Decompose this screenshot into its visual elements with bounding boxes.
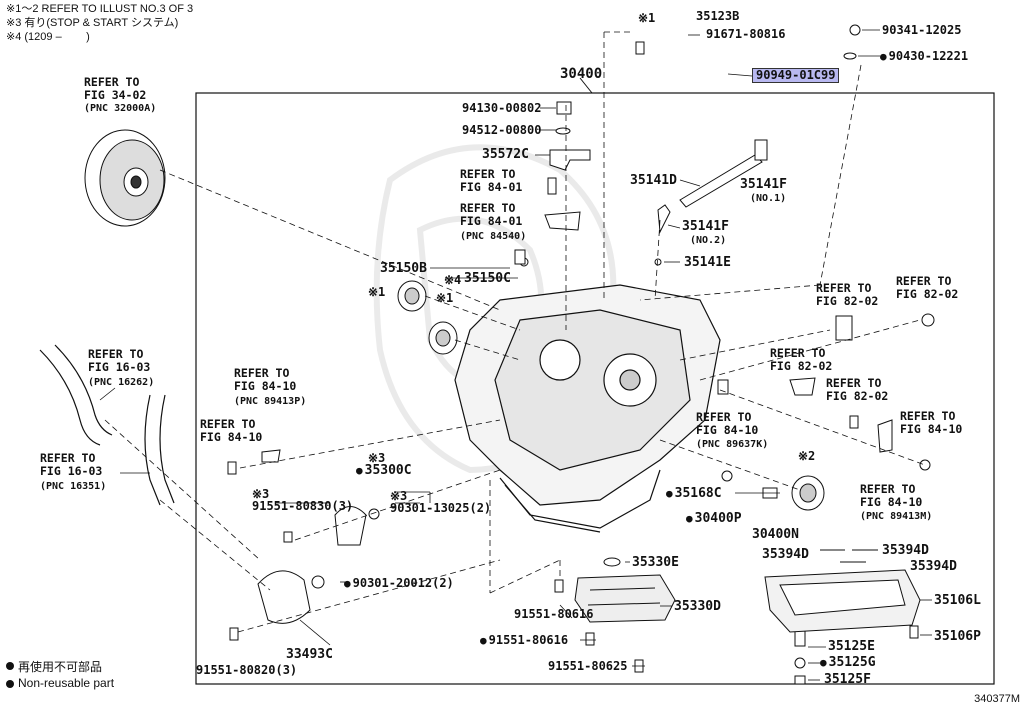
part-35168C[interactable]: 35168C bbox=[666, 487, 722, 500]
transaxle-case-drawing bbox=[454, 284, 721, 533]
part-35394D-b[interactable]: 35394D bbox=[882, 543, 929, 558]
note-3a: ※3 bbox=[368, 451, 386, 465]
header-note-1: ※1〜2 REFER TO ILLUST NO.3 OF 3 bbox=[6, 3, 194, 15]
part-35125G[interactable]: 35125G bbox=[820, 656, 876, 669]
refer-fig-84-01-b-pnc: (PNC 84540) bbox=[460, 231, 527, 242]
note-1c: ※1 bbox=[638, 11, 656, 25]
note-2: ※2 bbox=[798, 449, 816, 463]
refer-fig-84-10-c-pnc: (PNC 89637K) bbox=[696, 439, 769, 450]
part-91551-80830[interactable]: 91551-80830(3) bbox=[252, 499, 354, 513]
part-35141D[interactable]: 35141D bbox=[630, 173, 677, 188]
part-90430-12221[interactable]: 90430-12221 bbox=[880, 50, 968, 63]
note-3b: ※3 bbox=[252, 487, 270, 501]
header-note-3: ※4 (1209 – ) bbox=[6, 31, 90, 43]
part-30400P[interactable]: 30400P bbox=[686, 512, 742, 525]
refer-fig-16-03-b[interactable]: REFER TO FIG 16-03 bbox=[40, 451, 103, 478]
refer-fig-82-02-d[interactable]: REFER TO FIG 82-02 bbox=[826, 376, 889, 403]
refer-fig-82-02-a[interactable]: REFER TO FIG 82-02 bbox=[816, 281, 879, 308]
part-91551-80625[interactable]: 91551-80625 bbox=[548, 659, 628, 673]
refer-fig-84-10-b[interactable]: REFER TO FIG 84-10 bbox=[200, 417, 263, 444]
part-33493C[interactable]: 33493C bbox=[286, 647, 333, 662]
dipstick-tube-drawing bbox=[654, 139, 768, 266]
non-reusable-bullet-icon-2 bbox=[6, 680, 14, 688]
oil-pan-drawing bbox=[764, 549, 921, 633]
oil-cooler-hoses bbox=[39, 344, 175, 506]
part-35123B[interactable]: 35123B bbox=[696, 9, 740, 23]
part-90301-13025[interactable]: 90301-13025(2) bbox=[390, 501, 492, 515]
leader-lines bbox=[99, 29, 932, 681]
refer-fig-16-03-a-pnc: (PNC 16262) bbox=[88, 377, 155, 388]
assembly-frame bbox=[195, 92, 995, 685]
part-35141E[interactable]: 35141E bbox=[684, 255, 731, 270]
frame-lead bbox=[579, 77, 593, 94]
refer-fig-82-02-c[interactable]: REFER TO FIG 82-02 bbox=[770, 346, 833, 373]
part-35394D-c[interactable]: 35394D bbox=[910, 559, 957, 574]
part-35300C[interactable]: 35300C bbox=[356, 464, 412, 477]
refer-fig-84-10-a-pnc: (PNC 89413P) bbox=[234, 396, 307, 407]
refer-fig-84-01-b[interactable]: REFER TO FIG 84-01 bbox=[460, 201, 523, 228]
refer-fig-84-10-e-pnc: (PNC 89413M) bbox=[860, 511, 933, 522]
part-35106L[interactable]: 35106L bbox=[934, 593, 981, 608]
part-91551-80820[interactable]: 91551-80820(3) bbox=[196, 663, 298, 677]
part-30400[interactable]: 30400 bbox=[560, 66, 603, 82]
drawing-code: 340377M bbox=[974, 693, 1020, 705]
legend-en: Non-reusable part bbox=[18, 676, 115, 690]
small-parts bbox=[227, 24, 935, 685]
part-35125E[interactable]: 35125E bbox=[828, 639, 875, 654]
part-94130-00802[interactable]: 94130-00802 bbox=[462, 101, 542, 115]
part-90301-20012[interactable]: 90301-20012(2) bbox=[344, 577, 454, 590]
part-35141F-no1-note: (NO.1) bbox=[750, 193, 787, 204]
oil-strainer-drawing bbox=[574, 574, 676, 623]
part-91671-80816[interactable]: 91671-80816 bbox=[706, 27, 786, 41]
part-90949-01C99-highlighted[interactable]: 90949-01C99 bbox=[752, 68, 840, 83]
note-1a: ※1 bbox=[368, 285, 386, 299]
part-91551-80616-b[interactable]: 91551-80616 bbox=[480, 634, 568, 647]
refer-fig-84-01-a[interactable]: REFER TO FIG 84-01 bbox=[460, 167, 523, 194]
refer-fig-16-03-a[interactable]: REFER TO FIG 16-03 bbox=[88, 347, 151, 374]
refer-fig-34-02[interactable]: REFER TO FIG 34-02 bbox=[84, 75, 147, 102]
part-35150C[interactable]: 35150C bbox=[464, 271, 511, 286]
refer-fig-34-02-pnc: (PNC 32000A) bbox=[84, 103, 157, 114]
torque-converter-drawing bbox=[84, 129, 166, 227]
part-35330D[interactable]: 35330D bbox=[674, 599, 721, 614]
part-35141F-no1[interactable]: 35141F bbox=[740, 177, 787, 192]
dashed-guide-lines bbox=[104, 31, 926, 633]
part-35125F[interactable]: 35125F bbox=[824, 672, 871, 687]
part-94512-00800[interactable]: 94512-00800 bbox=[462, 123, 542, 137]
refer-fig-84-10-e[interactable]: REFER TO FIG 84-10 bbox=[860, 482, 923, 509]
part-35150B[interactable]: 35150B bbox=[380, 261, 427, 276]
part-35106P[interactable]: 35106P bbox=[934, 629, 981, 644]
part-35330E[interactable]: 35330E bbox=[632, 555, 679, 570]
refer-fig-84-10-c[interactable]: REFER TO FIG 84-10 bbox=[696, 410, 759, 437]
part-90341-12025[interactable]: 90341-12025 bbox=[882, 23, 962, 37]
part-35572C[interactable]: 35572C bbox=[482, 147, 529, 162]
refer-fig-84-10-a[interactable]: REFER TO FIG 84-10 bbox=[234, 366, 297, 393]
header-note-2: ※3 有り(STOP & START システム) bbox=[6, 17, 179, 29]
part-35141F-no2-note: (NO.2) bbox=[690, 235, 727, 246]
part-91551-80616-a[interactable]: 91551-80616 bbox=[514, 607, 594, 621]
note-3c: ※3 bbox=[390, 489, 408, 503]
refer-fig-16-03-b-pnc: (PNC 16351) bbox=[40, 481, 107, 492]
refer-fig-82-02-b[interactable]: REFER TO FIG 82-02 bbox=[896, 274, 959, 301]
non-reusable-bullet-icon bbox=[6, 662, 14, 670]
refer-fig-84-10-d[interactable]: REFER TO FIG 84-10 bbox=[900, 409, 963, 436]
part-35141F-no2[interactable]: 35141F bbox=[682, 219, 729, 234]
part-30400N[interactable]: 30400N bbox=[752, 527, 799, 542]
part-35394D-a[interactable]: 35394D bbox=[762, 547, 809, 562]
note-1b: ※1 bbox=[436, 291, 454, 305]
note-4: ※4 bbox=[444, 273, 462, 287]
legend-jp: 再使用不可部品 bbox=[18, 660, 103, 674]
